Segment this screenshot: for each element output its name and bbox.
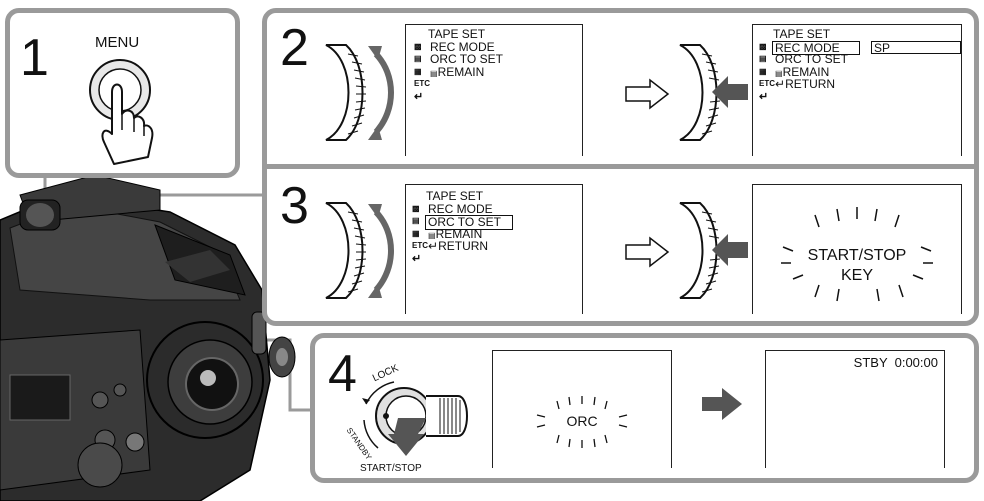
- step3-number: 3: [280, 177, 309, 235]
- menu-item-remain: ▤REMAIN: [428, 226, 483, 241]
- menu-item-return: ↵RETURN: [428, 239, 489, 253]
- step3-menu-screen: TAPE SET ▩REC MODE ▤ORC TO SET ▦▤REMAIN …: [405, 184, 583, 314]
- return-icon: ↵: [414, 90, 424, 103]
- next-arrow-icon: [702, 388, 742, 420]
- menu-item-return: ↵RETURN: [775, 77, 836, 91]
- step4-number: 4: [328, 345, 357, 403]
- tape-menu-icon: ▤: [414, 54, 422, 63]
- step2-number: 2: [280, 19, 309, 77]
- etc-label: ETC: [412, 241, 428, 250]
- step4-orc-screen: ORC: [492, 350, 672, 468]
- menu-title: TAPE SET: [426, 189, 484, 203]
- menu-item-rec-mode: REC MODE: [428, 201, 493, 216]
- power-switch-illustration: [362, 381, 468, 456]
- menu-item-orc-to-set: ORC TO SET: [775, 52, 848, 66]
- standby-counter-text: STBY 0:00:00: [853, 355, 938, 370]
- orc-flash-rays-icon: [536, 396, 628, 448]
- setup-menu-icon: ▦: [412, 228, 420, 238]
- menu-item-rec-mode-selected: REC MODE: [772, 40, 860, 55]
- menu-item-orc-to-set-selected: ORC TO SET: [425, 215, 513, 230]
- step3-message-screen: START/STOP KEY: [752, 184, 962, 314]
- step2-outline-arrow-icon: [625, 78, 670, 110]
- menu-item-remain: ▤REMAIN: [775, 64, 830, 79]
- start-stop-key-line1: START/STOP: [807, 247, 907, 264]
- step2-menu-screen-b: TAPE SET ▩ REC MODE SP ▤ ORC TO SET ▦ ▤REMAI…: [752, 24, 962, 156]
- etc-label: ETC: [414, 79, 430, 88]
- menu-item-remain: ▤REMAIN: [430, 64, 485, 79]
- step3-dial-push-icon: [679, 202, 748, 299]
- step2-dial-push-icon: [679, 44, 748, 141]
- step4-standby-screen: STBY 0:00:00: [765, 350, 945, 468]
- camcorder-illustration: [0, 168, 312, 501]
- etc-label: ETC: [759, 79, 775, 88]
- rec-mode-value: SP: [871, 40, 961, 54]
- return-icon: ↵: [412, 252, 422, 265]
- menu-title: TAPE SET: [428, 27, 486, 41]
- menu-title: TAPE SET: [773, 27, 831, 41]
- menu-item-orc-to-set: ORC TO SET: [430, 52, 503, 66]
- menu-button-press-icon: [89, 59, 154, 165]
- step2-dial-rotate-icon: [325, 44, 394, 141]
- start-stop-key-line2: KEY: [840, 267, 873, 284]
- setup-menu-icon: ▦: [759, 66, 767, 76]
- menu-item-rec-mode: REC MODE: [430, 39, 495, 54]
- tape-menu-icon: ▤: [412, 216, 420, 225]
- step2-menu-screen-a: TAPE SET ▩REC MODE ▤ORC TO SET ▦▤REMAIN …: [405, 24, 583, 156]
- panel-divider: [262, 164, 979, 169]
- menu-button-label: MENU: [95, 34, 140, 51]
- step1-number: 1: [20, 29, 49, 87]
- camera-menu-icon: ▩: [759, 41, 767, 51]
- camera-menu-icon: ▩: [414, 41, 422, 51]
- tape-menu-icon: ▤: [759, 54, 767, 63]
- orc-label: ORC: [566, 413, 598, 429]
- camera-menu-icon: ▩: [412, 203, 420, 213]
- step3-outline-arrow-icon: [625, 236, 670, 268]
- start-stop-button-label: START/STOP: [360, 463, 422, 474]
- return-icon: ↵: [759, 90, 769, 103]
- step3-dial-rotate-icon: [325, 202, 394, 299]
- setup-menu-icon: ▦: [414, 66, 422, 76]
- flash-rays-icon: [781, 207, 933, 302]
